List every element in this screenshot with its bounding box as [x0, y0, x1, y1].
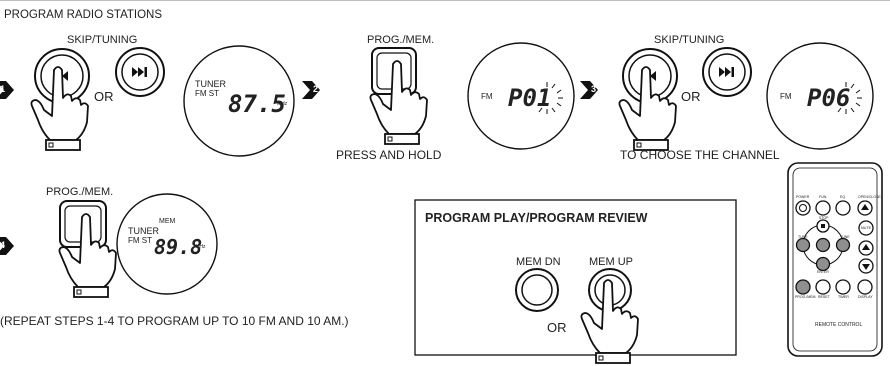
step-number-1: 1	[0, 84, 6, 94]
mem-dn-label: MEM DN	[516, 256, 561, 268]
lcd-tuner: TUNER	[128, 226, 159, 236]
remote-label-fun: FUN.	[819, 195, 828, 199]
power-icon	[799, 204, 807, 212]
remote-control	[787, 162, 883, 357]
step-number-4: 4	[0, 240, 6, 250]
lcd-unit: MHz	[277, 101, 288, 107]
remote-label-eq: EQ	[840, 195, 846, 199]
remote-play-button[interactable]	[815, 237, 831, 253]
step-2	[302, 42, 575, 150]
mem-up-label: MEM UP	[589, 256, 633, 268]
remote-label-open: OPEN/CLOSE	[858, 195, 881, 199]
skip-tuning-label: SKIP/TUNING	[67, 34, 138, 46]
remote-display-button[interactable]	[857, 279, 873, 295]
lcd-display-4	[116, 193, 218, 295]
step-3	[580, 42, 874, 151]
prog-mem-label: PROG./MEM.	[46, 186, 114, 198]
or-label: OR	[547, 320, 567, 335]
prog-mem-label: PROG./MEM.	[367, 34, 435, 46]
lcd-display-3	[766, 42, 874, 150]
remote-eq-button[interactable]	[835, 200, 851, 216]
press-and-hold-caption: PRESS AND HOLD	[336, 148, 442, 162]
remote-label-timer: TIMER	[838, 295, 849, 299]
lcd-frequency: 87.5	[228, 90, 286, 118]
page-title: PROGRAM RADIO STATIONS	[4, 9, 163, 21]
repeat-steps-note: (REPEAT STEPS 1-4 TO PROGRAM UP TO 10 FM…	[0, 314, 349, 328]
lcd-display-1	[183, 45, 295, 157]
lcd-frequency: 89.8	[154, 235, 203, 259]
step-1	[0, 45, 295, 157]
skip-tuning-label: SKIP/TUNING	[654, 34, 725, 46]
or-label: OR	[681, 89, 701, 104]
lcd-band: FM	[780, 92, 792, 101]
lcd-fm-st: FM ST	[195, 89, 219, 98]
remote-label-stop: STOP	[819, 216, 829, 220]
remote-tune-back-button[interactable]	[795, 237, 811, 253]
step-number-3: 3	[591, 84, 597, 94]
remote-label-prog: PROG./MEM.	[795, 295, 817, 299]
review-panel-title: PROGRAM PLAY/PROGRAM REVIEW	[425, 211, 648, 225]
lcd-preset: P01	[508, 84, 552, 112]
remote-caption: REMOTE CONTROL	[815, 322, 863, 328]
remote-enter-button[interactable]	[815, 256, 831, 272]
lcd-display-2	[467, 42, 575, 150]
lcd-tuner: TUNER	[195, 79, 226, 89]
lcd-band: FM	[481, 92, 493, 101]
remote-label-tune-right: TUNE	[840, 235, 850, 239]
remote-label-tune-left: TUNE	[798, 235, 808, 239]
or-label: OR	[94, 89, 114, 104]
program-review-panel	[414, 199, 737, 364]
remote-prog-mem-button[interactable]	[795, 279, 811, 295]
top-rule	[0, 0, 890, 1]
remote-mute-button[interactable]	[858, 220, 874, 236]
lcd-fm-st: FM ST	[128, 236, 152, 245]
remote-label-power: POWER	[796, 195, 810, 199]
remote-fun-button[interactable]	[815, 200, 831, 216]
lcd-unit: KHz	[196, 244, 206, 250]
remote-tune-fwd-button[interactable]	[835, 237, 851, 253]
step-number-2: 2	[313, 84, 319, 94]
remote-label-enter: ENTER	[817, 270, 829, 274]
choose-channel-caption: TO CHOOSE THE CHANNEL	[620, 148, 780, 162]
lcd-mem: MEM	[159, 218, 176, 225]
remote-reset-button[interactable]	[815, 279, 831, 295]
lcd-preset: P06	[807, 84, 851, 112]
remote-label-mute: MUTE	[861, 226, 871, 230]
remote-timer-button[interactable]	[835, 279, 851, 295]
remote-label-display: DISPLAY	[858, 295, 873, 299]
step-4	[0, 193, 218, 298]
remote-label-reset: RESET	[818, 295, 830, 299]
remote-power-button[interactable]	[795, 200, 811, 216]
